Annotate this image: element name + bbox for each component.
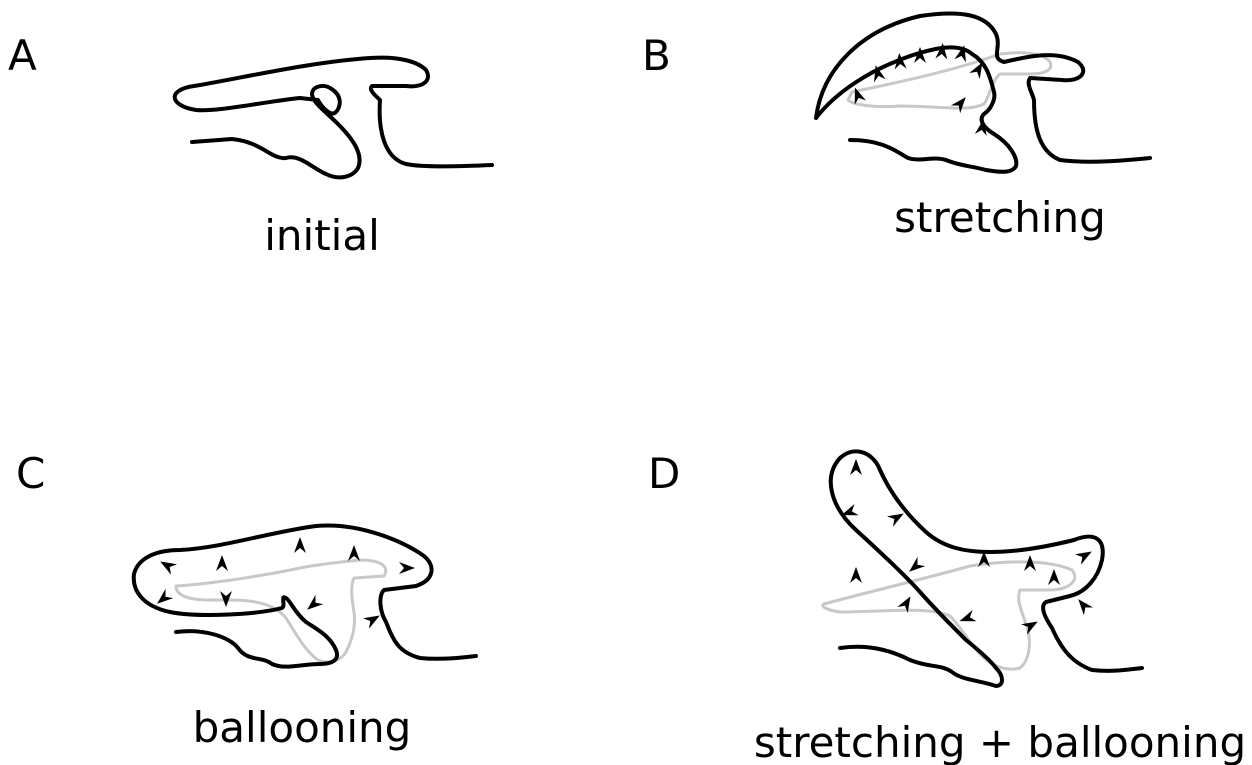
- shape-stretching: [816, 13, 1150, 171]
- caption-c: ballooning: [193, 703, 412, 752]
- panel-a: A initial: [8, 31, 492, 260]
- displacement-arrowhead: [935, 43, 948, 60]
- shape-ballooning: [134, 525, 476, 666]
- displacement-arrowhead: [1074, 595, 1093, 615]
- displacement-arrowhead: [363, 610, 383, 628]
- shape-d-initial-ghost: [823, 562, 1075, 669]
- shape-d-outline: [831, 451, 1142, 686]
- displacement-arrowhead: [399, 562, 415, 574]
- panel-letter-c: C: [16, 449, 45, 498]
- shape-b-initial-ghost: [848, 53, 1051, 108]
- displacement-arrowhead: [303, 595, 323, 614]
- shape-b-outline: [816, 13, 1150, 171]
- arrows-d: [839, 459, 1094, 635]
- displacement-arrowhead: [850, 567, 862, 583]
- displacement-arrowhead: [905, 557, 925, 576]
- displacement-arrowhead: [216, 555, 228, 571]
- displacement-arrowhead: [1075, 546, 1095, 564]
- shape-c-initial-ghost: [176, 560, 386, 662]
- shape-initial: [175, 58, 492, 178]
- caption-d: stretching + ballooning: [754, 718, 1246, 765]
- caption-b: stretching: [894, 193, 1106, 242]
- panel-letter-d: D: [648, 449, 680, 498]
- caption-a: initial: [264, 211, 380, 260]
- panel-letter-a: A: [8, 31, 37, 80]
- displacement-arrowhead: [294, 537, 306, 553]
- panel-d: D stretching + ballooning: [648, 449, 1246, 765]
- displacement-arrowhead: [153, 589, 173, 608]
- panel-c: C ballooning: [16, 449, 476, 752]
- displacement-arrowhead: [957, 610, 976, 627]
- displacement-arrowhead: [348, 545, 360, 561]
- displacement-arrowhead: [951, 93, 970, 113]
- displacement-arrowhead: [157, 556, 177, 574]
- panel-b: B stretching: [642, 13, 1150, 242]
- displacement-arrowhead: [850, 459, 862, 475]
- panel-letter-b: B: [642, 31, 671, 80]
- displacement-arrowhead: [1048, 569, 1060, 585]
- shape-a-upper-lobe: [175, 58, 492, 178]
- shape-stretching-ballooning: [823, 451, 1142, 686]
